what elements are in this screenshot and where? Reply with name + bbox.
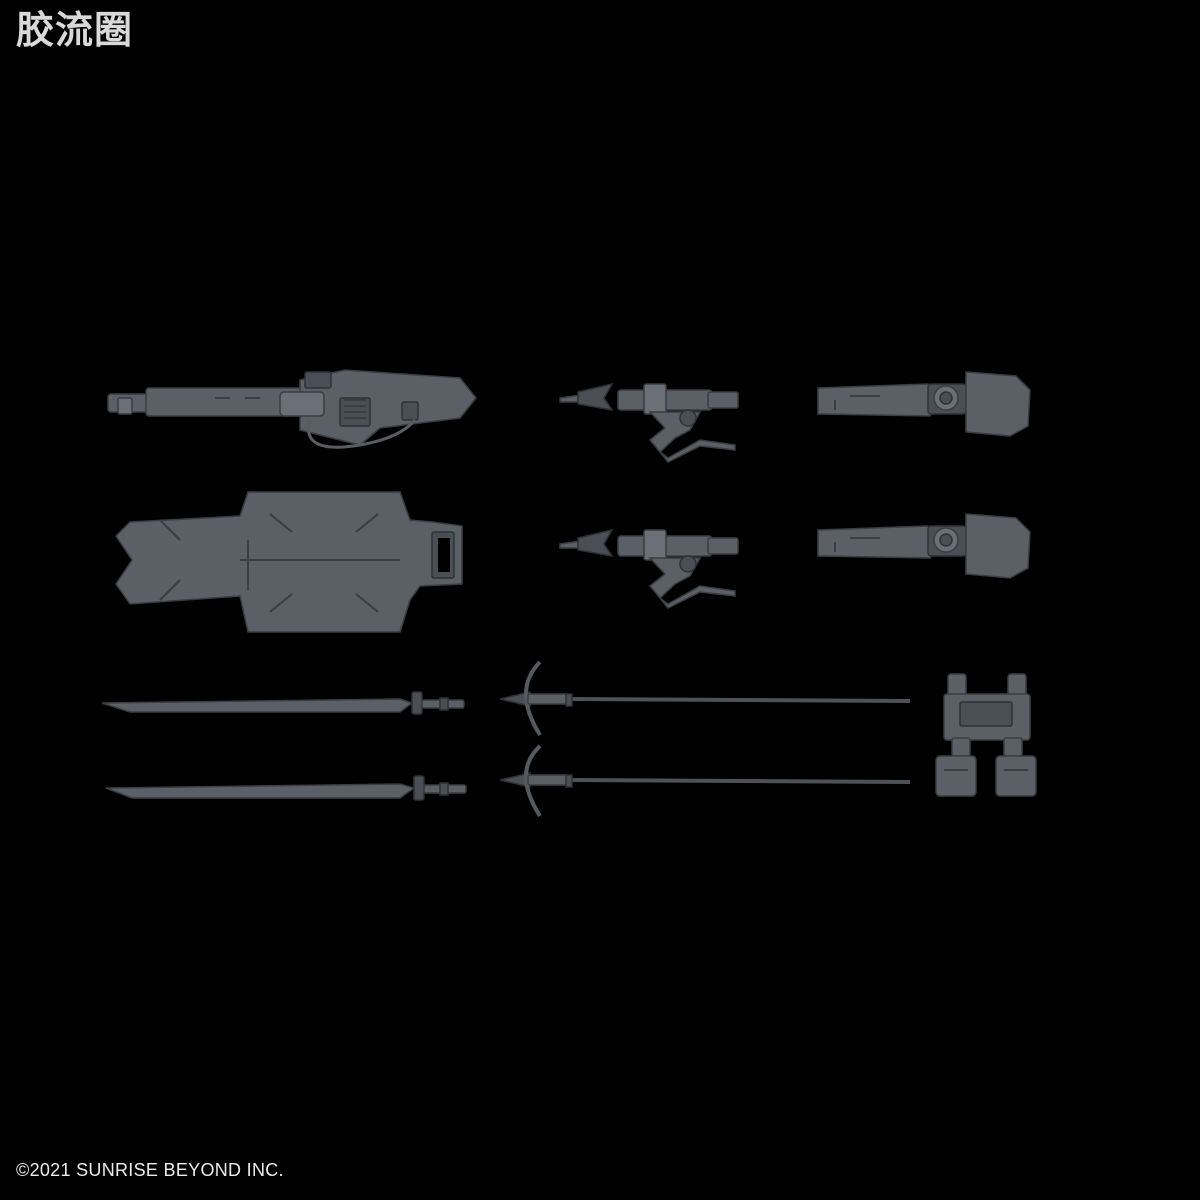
shield: [115, 491, 463, 633]
spear-bottom: [499, 744, 911, 818]
large-rifle: [107, 369, 477, 449]
spear-top: [499, 660, 911, 737]
small-rifle-top: [559, 382, 739, 463]
copyright-text: ©2021 SUNRISE BEYOND INC.: [16, 1160, 284, 1180]
sword-bottom: [105, 775, 467, 801]
watermark-text: 胶流圈: [16, 8, 134, 52]
small-rifle-bottom: [559, 528, 739, 609]
arm-unit-top: [817, 371, 1031, 437]
arm-unit-bottom: [817, 513, 1031, 579]
connector-parts: [935, 673, 1037, 797]
sword-top: [101, 691, 465, 715]
